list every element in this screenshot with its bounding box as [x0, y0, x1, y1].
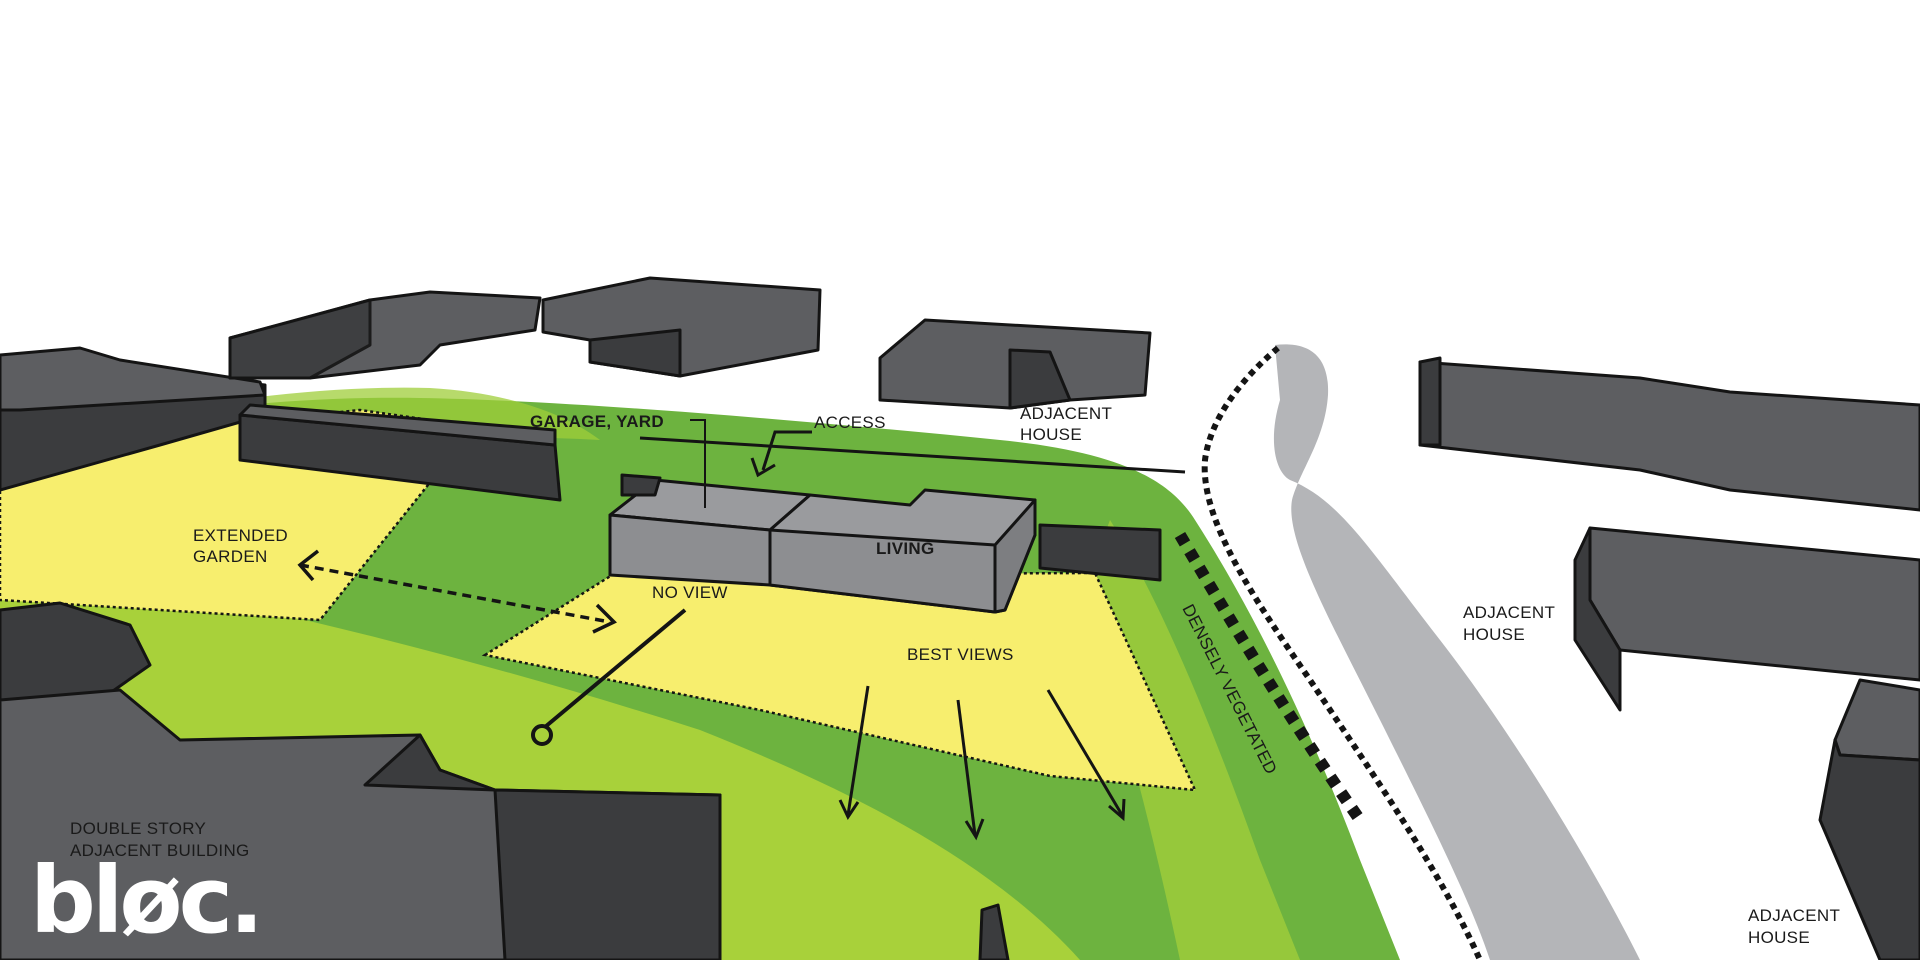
- best-view-arrowhead-2: [964, 818, 985, 841]
- building-adjacent-house-top: [878, 318, 1152, 410]
- building-wall-north: [238, 403, 562, 502]
- label-adjacent-house-top-1: ADJACENT: [1020, 404, 1112, 423]
- label-adjacent-house-bottom-2: HOUSE: [1748, 928, 1810, 947]
- garden-double-arrow: [299, 563, 611, 624]
- densely-vegetated-hatch: [1174, 531, 1365, 824]
- dotted-boundary: [1201, 345, 1483, 960]
- bloc-logo: bløc.: [30, 847, 260, 954]
- building-north-2: [541, 276, 822, 378]
- label-garage-yard: GARAGE, YARD: [530, 412, 664, 431]
- no-view-marker: [531, 724, 553, 746]
- access-arrowhead: [750, 457, 776, 478]
- label-no-view: NO VIEW: [652, 583, 728, 602]
- building-west: [0, 346, 267, 492]
- proposed-building: [608, 473, 1162, 614]
- label-adjacent-house-bottom-1: ADJACENT: [1748, 906, 1840, 925]
- best-view-arrowhead-3: [1108, 798, 1126, 822]
- building-double-story: [0, 601, 722, 960]
- best-view-arrow-2: [956, 699, 977, 836]
- label-adjacent-house-right-2: HOUSE: [1463, 625, 1525, 644]
- label-best-views: BEST VIEWS: [907, 645, 1014, 664]
- label-access: ACCESS: [814, 413, 886, 432]
- label-adjacent-house-right-1: ADJACENT: [1463, 603, 1555, 622]
- best-view-arrowhead-1: [838, 799, 860, 821]
- proposed-living-side: [993, 498, 1037, 614]
- building-east-long: [1418, 356, 1920, 512]
- garden-arrowhead-right: [592, 603, 617, 634]
- best-view-arrow-1: [846, 685, 870, 816]
- label-adjacent-house-top-2: HOUSE: [1020, 425, 1082, 444]
- garage-yard-leader: [690, 419, 706, 508]
- label-living: LIVING: [876, 539, 934, 558]
- building-stub-south: [978, 903, 1010, 960]
- proposed-annex: [1038, 523, 1162, 582]
- site-green-light-east: [1080, 520, 1300, 960]
- label-double-story-2: ADJACENT BUILDING: [70, 841, 250, 860]
- label-double-story-1: DOUBLE STORY: [70, 819, 206, 838]
- access-edge-line: [639, 436, 1186, 474]
- label-extended-garden-2: GARDEN: [193, 547, 268, 566]
- garden-arrowhead-left: [297, 549, 320, 582]
- building-north-1: [228, 290, 542, 380]
- access-arrow: [761, 430, 812, 471]
- garage-back-stub: [620, 473, 662, 497]
- building-adjacent-house-right: [1573, 526, 1920, 712]
- adjacent-buildings: [0, 276, 1920, 960]
- best-view-arrow-3: [1046, 689, 1124, 816]
- building-adjacent-house-bottom: [1818, 678, 1920, 960]
- annotations: [297, 419, 1126, 841]
- road: [1273, 344, 1640, 960]
- label-extended-garden-1: EXTENDED: [193, 526, 288, 545]
- no-view-line: [543, 608, 687, 729]
